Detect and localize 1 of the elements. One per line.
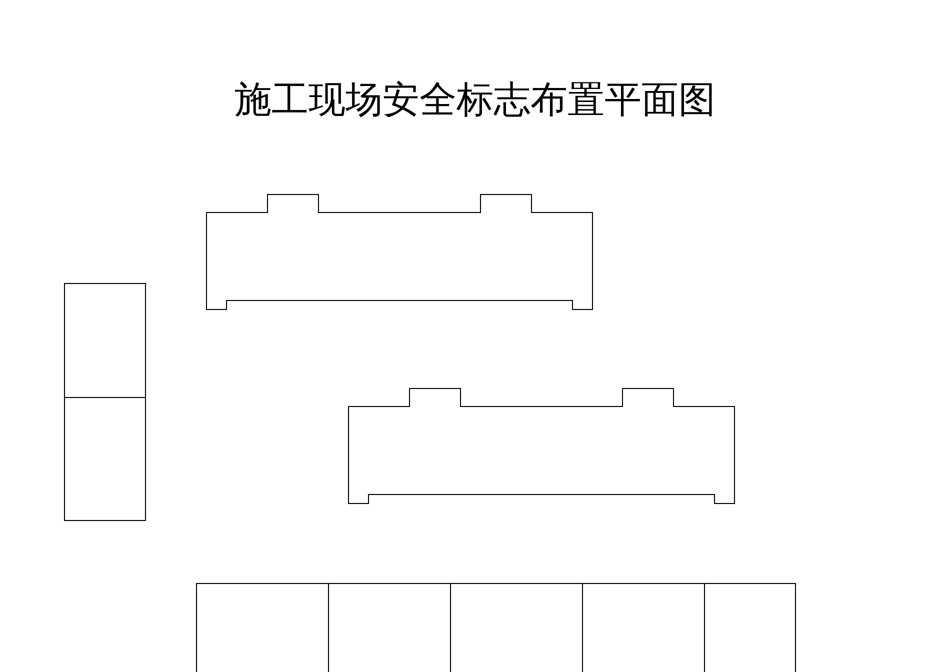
title: 施工现场安全标志布置平面图 xyxy=(234,77,716,123)
